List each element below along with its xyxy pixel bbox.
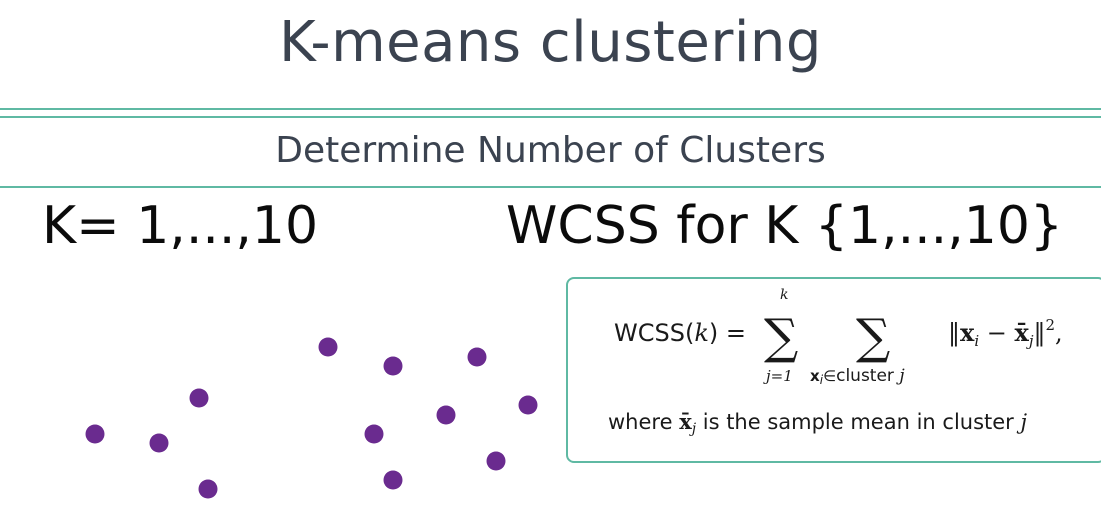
data-point	[198, 479, 218, 499]
data-point	[364, 424, 384, 444]
wcss-formula-box: WCSS(k) = k ∑ j=1 ∑ xi∈cluster j ‖xi − x…	[566, 277, 1101, 463]
inner-sum-symbol: ∑	[856, 309, 890, 365]
formula-note: where x̄j is the sample mean in cluster …	[608, 409, 1028, 437]
data-point	[85, 424, 105, 444]
cluster-points-scatter	[85, 337, 538, 499]
data-point	[383, 356, 403, 376]
data-point	[318, 337, 338, 357]
section-subtitle: Determine Number of Clusters	[275, 130, 826, 171]
formula-lhs: WCSS(k) =	[614, 319, 746, 347]
data-point	[467, 347, 487, 367]
data-point	[436, 405, 456, 425]
sum-lower-limit: j=1	[763, 367, 793, 385]
divider-top-1	[0, 108, 1101, 110]
formula-norm-term: ‖xi − x̄j‖2,	[948, 316, 1063, 350]
k-range-heading: K= 1,...,10	[42, 196, 319, 256]
sum-upper-limit: k	[780, 287, 788, 303]
wcss-heading: WCSS for K {1,...,10}	[506, 196, 1063, 256]
data-point	[189, 388, 209, 408]
data-point	[486, 451, 506, 471]
page-title: K-means clustering	[279, 10, 822, 75]
outer-sum-symbol: ∑	[764, 309, 798, 365]
divider-bottom	[0, 186, 1101, 188]
data-point	[383, 470, 403, 490]
data-point	[149, 433, 169, 453]
inner-sum-lower-limit: xi∈cluster j	[810, 366, 905, 387]
wcss-formula: WCSS(k) = k ∑ j=1 ∑ xi∈cluster j ‖xi − x…	[608, 287, 1063, 437]
data-point	[518, 395, 538, 415]
divider-top-2	[0, 116, 1101, 118]
